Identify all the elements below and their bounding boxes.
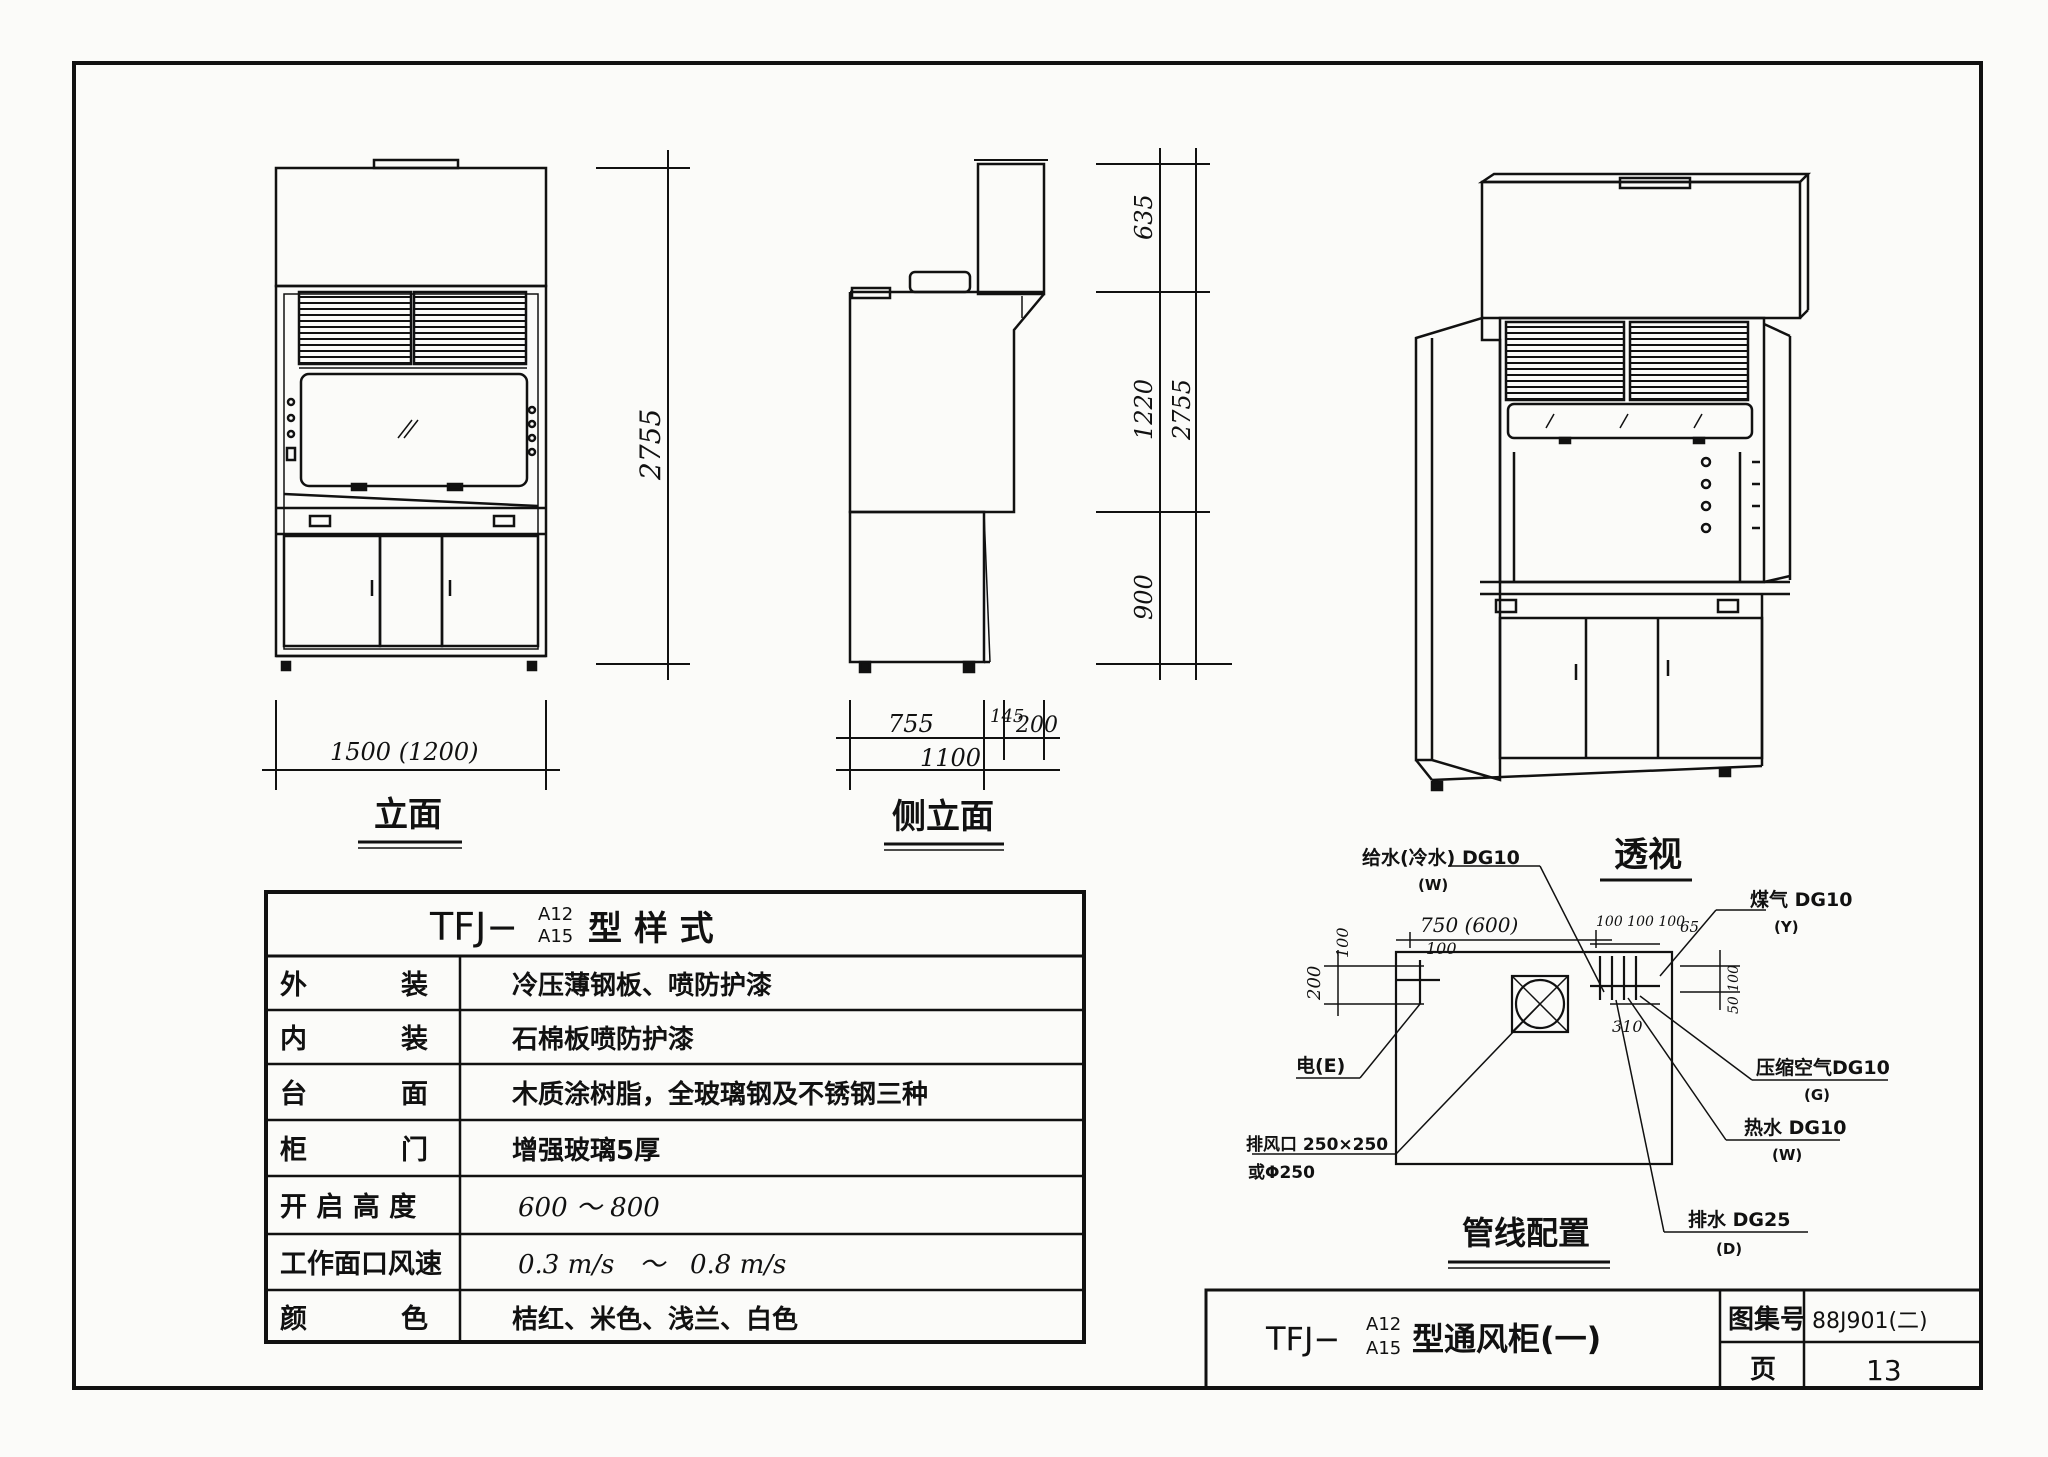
spec-row-label: 柜 门 [280,1135,428,1166]
atlas-number-label: 图集号 [1728,1304,1806,1335]
front-dimension-lines [262,150,690,790]
title-block-name-sup: A12 [1366,1314,1401,1335]
label-exhaust: 排风口 250×250 [1246,1134,1388,1155]
sheet-border [72,61,1983,1390]
spec-table [264,890,1086,1344]
spec-row-label: 外 装 [280,970,428,1001]
spec-row-label: 内 装 [280,1024,428,1055]
spec-title-suffix: 型 样 式 [588,909,714,949]
label-gas: 煤气 DG10 [1750,888,1852,911]
spec-title-sup: A12 [538,904,573,925]
perspective-title: 透视 [1614,835,1682,875]
side-dim-145: 145 [990,706,1024,727]
label-drain-code: (D) [1716,1240,1742,1258]
label-exhaust-alt: 或Φ250 [1248,1162,1315,1183]
side-dimension-lines [836,148,1232,790]
spec-title-sub: A15 [538,926,573,947]
spec-row-label: 开 启 高 度 [280,1191,416,1223]
spec-row-value: 石棉板喷防护漆 [511,1025,694,1055]
pipe-dim-750: 750 (600) [1420,913,1518,937]
pipe-dim-200: 200 [1304,966,1325,1001]
front-width-dim: 1500 (1200) [330,738,479,766]
spec-row-value: 冷压薄钢板、喷防护漆 [512,970,772,1001]
pipe-dim-100-top: 100 [1426,939,1457,958]
side-dim-755: 755 [888,710,934,738]
perspective-view [1414,172,1812,792]
label-hot-water: 热水 DG10 [1744,1116,1846,1139]
label-cold-water: 给水(冷水) DG10 [1362,846,1520,869]
atlas-number-value: 88J901(二) [1812,1309,1928,1334]
piping-layout [1252,865,1888,1233]
pipe-dim-65: 65 [1680,918,1699,936]
title-block-name-suffix: 型通风柜(一) [1412,1320,1601,1358]
front-elevation [274,158,548,672]
label-gas-code: (Y) [1774,918,1799,936]
piping-title: 管线配置 [1462,1214,1590,1252]
side-view-title: 侧立面 [892,797,994,837]
page-number: 13 [1866,1354,1902,1387]
side-dim-200: 200 [1015,713,1058,738]
pipe-dim-spacing: 100 100 100 [1596,914,1685,930]
spec-row-label: 工作面口风速 [280,1249,442,1280]
pipe-dim-100-left: 100 [1333,927,1352,958]
title-block-name-sub: A15 [1366,1338,1401,1359]
side-dim-635: 635 [1130,194,1158,240]
pipe-dim-310: 310 [1612,1017,1643,1036]
label-compressed-air-code: (G) [1804,1086,1830,1104]
title-block [1204,1288,1983,1390]
spec-title-prefix: TFJ− [429,905,518,949]
spec-row-value: 增强玻璃5厚 [512,1135,660,1166]
side-dim-1100: 1100 [920,744,981,772]
front-height-dim: 2755 [634,409,667,481]
page-label: 页 [1750,1355,1776,1385]
spec-row-value: 0.3 m/s ～ 0.8 m/s [518,1250,786,1280]
label-compressed-air: 压缩空气DG10 [1756,1056,1890,1079]
spec-row-label: 台 面 [280,1078,428,1110]
spec-row-label: 颜 色 [280,1303,428,1335]
label-hot-water-code: (W) [1772,1146,1802,1164]
label-cold-water-code: (W) [1418,876,1448,894]
title-block-name-prefix: TFJ− [1265,1320,1340,1358]
spec-row-value: 木质涂树脂，全玻璃钢及不锈钢三种 [511,1079,928,1110]
side-dim-900: 900 [1130,574,1158,620]
label-electric: 电(E) [1296,1054,1345,1077]
side-elevation [848,159,1048,674]
spec-row-value: 600 ～ 800 [518,1193,660,1223]
side-dim-1220: 1220 [1130,379,1158,440]
pipe-dim-50-100: 50 100 [1726,965,1742,1014]
front-view-title: 立面 [374,795,442,835]
spec-row-value: 桔红、米色、浅兰、白色 [512,1304,798,1335]
label-drain: 排水 DG25 [1688,1208,1790,1231]
side-dim-2755: 2755 [1168,379,1196,441]
